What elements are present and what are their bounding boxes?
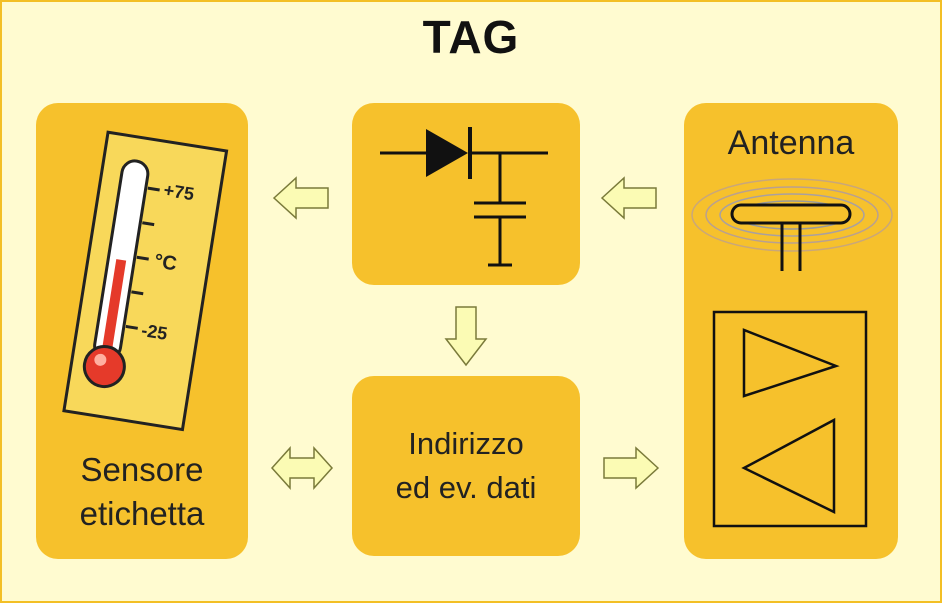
rectifier-block: [352, 103, 580, 285]
scale-unit-label: °C: [153, 250, 179, 275]
arrow-left-to-sensor: [272, 176, 329, 220]
diagram-title: TAG: [422, 11, 520, 63]
antenna-block: Antenna: [684, 103, 898, 559]
transceiver-icon: [712, 310, 868, 528]
arrow-right-to-antenna: [603, 446, 660, 490]
scale-high-label: +75: [162, 180, 195, 205]
antenna-label: Antenna: [727, 124, 855, 162]
sensor-label-line2: etichetta: [79, 495, 205, 532]
diode-capacitor-icon: [380, 127, 548, 267]
sensor-block: +75 °C -25 Sensore etichetta: [36, 103, 248, 559]
arrow-bidirectional: [270, 446, 334, 490]
antenna-icon: [691, 178, 893, 271]
sensor-label-line1: Sensore: [80, 451, 204, 488]
address-label-line1: Indirizzo: [408, 426, 524, 461]
address-label-line2: ed ev. dati: [395, 470, 537, 505]
arrow-down-to-address: [444, 306, 488, 367]
scale-low-label: -25: [140, 320, 169, 344]
address-block: Indirizzo ed ev. dati: [352, 376, 580, 556]
arrow-left-to-rectifier: [600, 176, 657, 220]
thermometer-icon: +75 °C -25: [62, 130, 229, 432]
